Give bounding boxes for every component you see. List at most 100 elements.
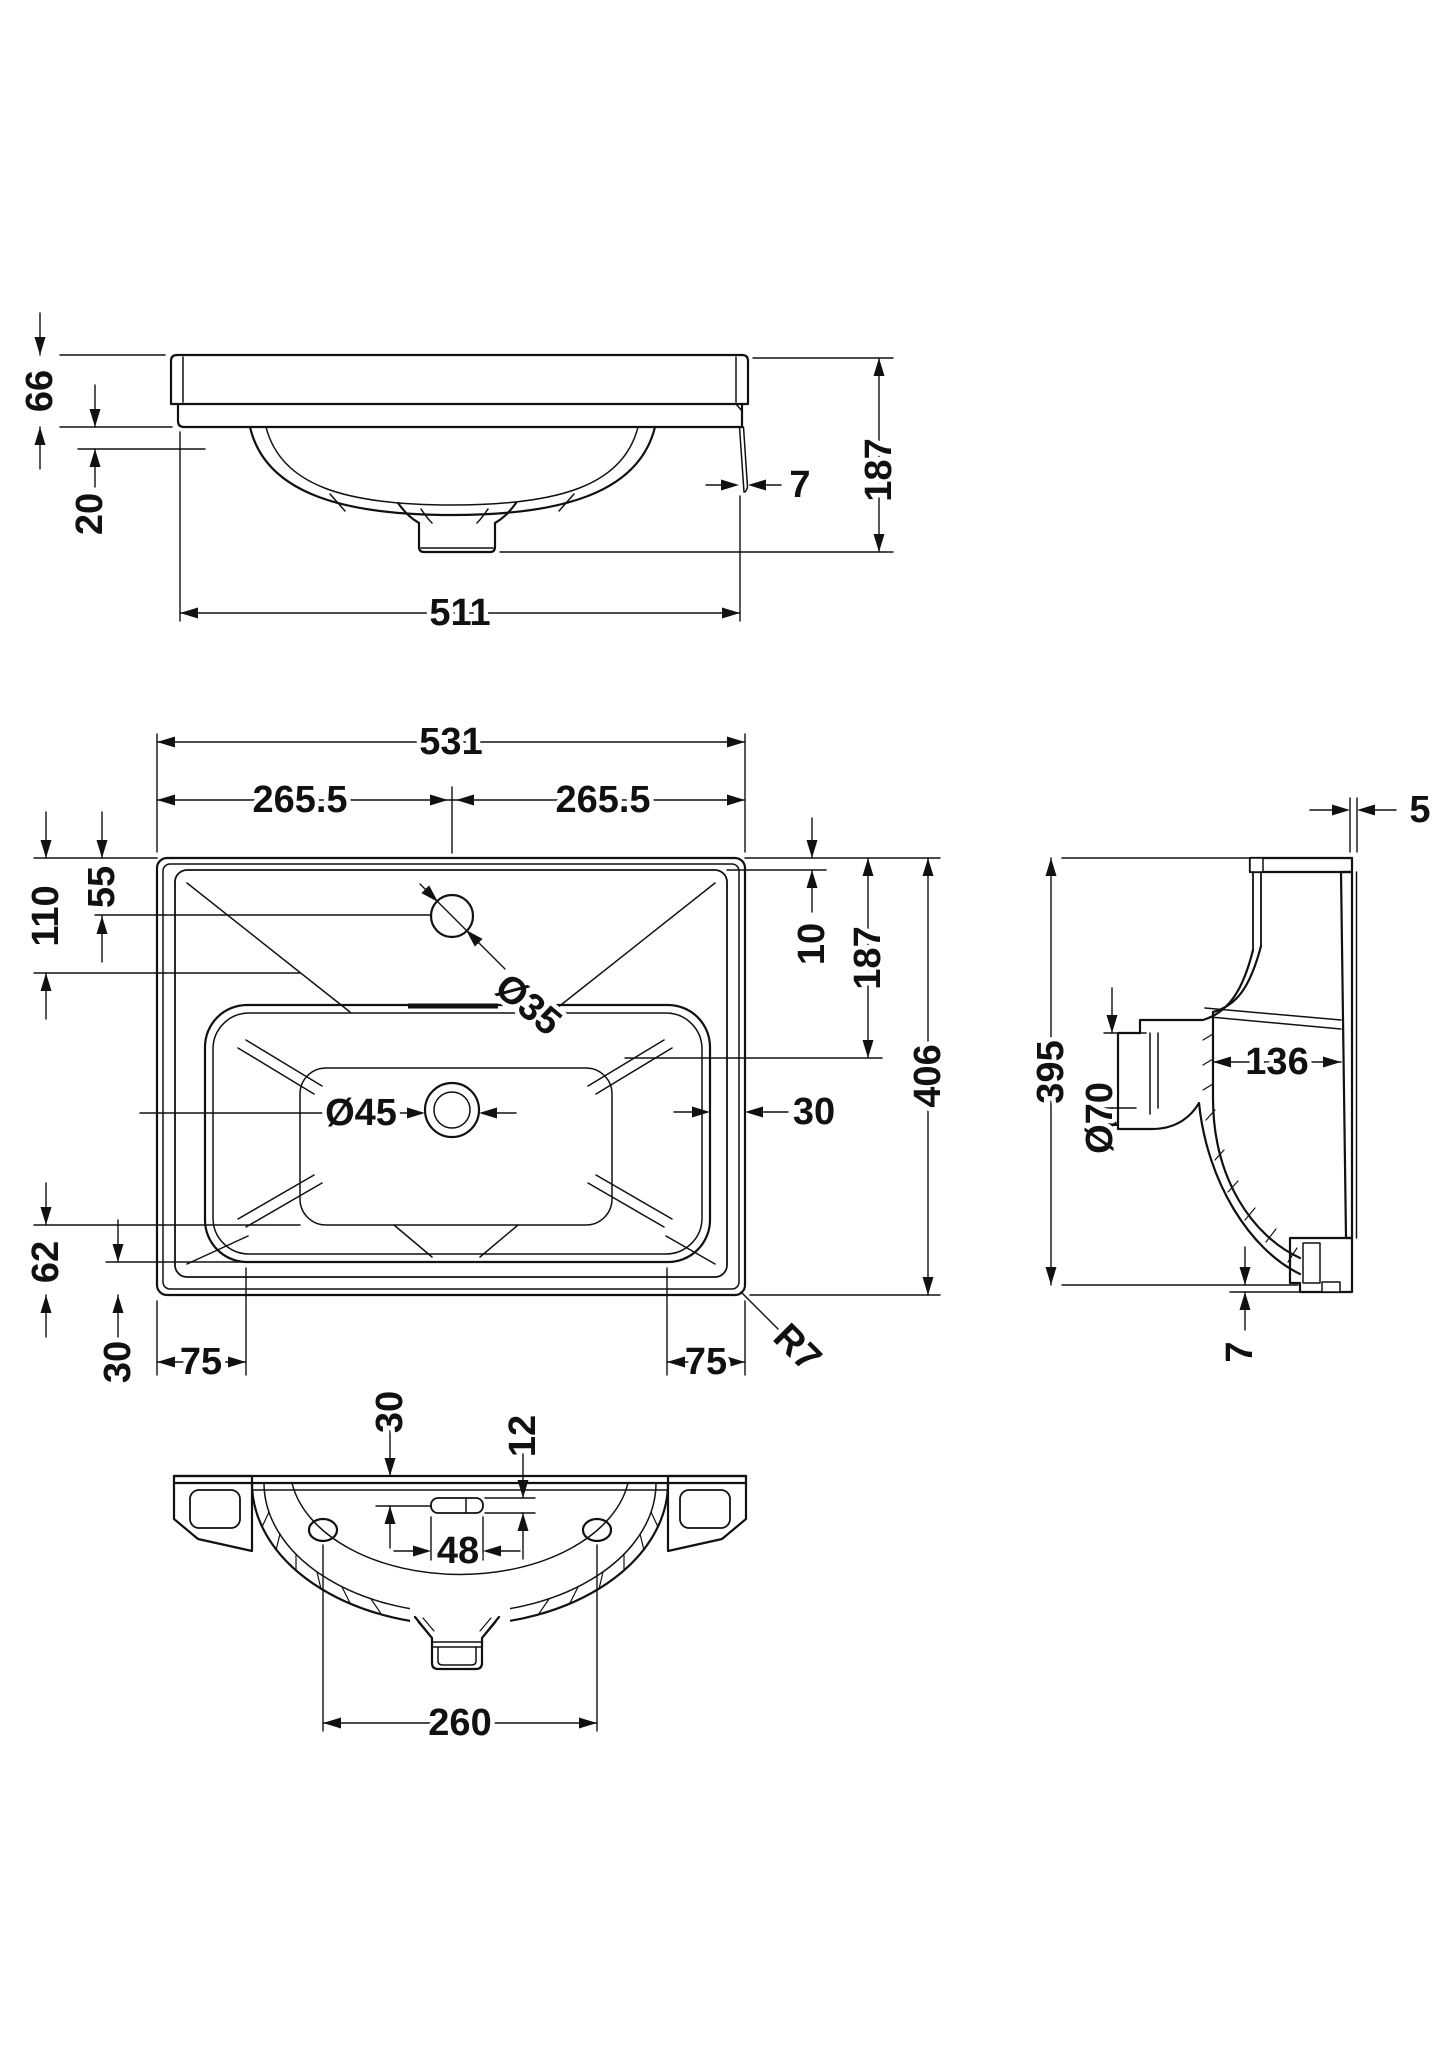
arrowhead bbox=[407, 1107, 425, 1119]
plan-view: 531 265.5 265.5 110 55 Ø35 bbox=[21, 717, 954, 1388]
dim-tap-hole-center: 55 bbox=[77, 811, 128, 963]
stub-taper-hatch bbox=[417, 1617, 497, 1636]
dim-label: 260 bbox=[428, 1702, 491, 1744]
outer-rim-inner-line bbox=[162, 863, 740, 1290]
arrowhead bbox=[1045, 1267, 1057, 1285]
dim-label: 48 bbox=[437, 1530, 479, 1572]
arrowhead bbox=[96, 840, 108, 858]
leader-line bbox=[740, 1291, 780, 1331]
bowl-inner-surface bbox=[1211, 944, 1302, 1260]
arrowhead bbox=[1106, 1015, 1118, 1033]
bowl-corner-chamfers bbox=[237, 1039, 673, 1228]
arrowhead bbox=[413, 1545, 431, 1557]
arrowhead bbox=[727, 736, 745, 748]
arrowhead bbox=[89, 409, 101, 427]
arrowhead bbox=[721, 479, 739, 491]
arrowhead bbox=[112, 1295, 124, 1313]
arrowhead bbox=[89, 449, 101, 467]
arrowhead bbox=[922, 1277, 934, 1295]
dim-label: 110 bbox=[25, 885, 67, 946]
dim-rim-height: 66 bbox=[15, 312, 66, 470]
arrowhead bbox=[922, 858, 934, 876]
dim-label: 7 bbox=[789, 464, 810, 506]
foot-hatched bbox=[1288, 1236, 1354, 1294]
arrowhead bbox=[748, 479, 766, 491]
bowl-inner-rect bbox=[212, 1012, 703, 1255]
rim-notch bbox=[1249, 857, 1264, 873]
tap-hole-circle bbox=[429, 893, 475, 939]
interior-opening-rect bbox=[174, 869, 728, 1278]
stub-mask bbox=[410, 1598, 510, 1674]
overflow-channel-lines bbox=[1149, 1032, 1159, 1115]
waste-hole-outer bbox=[423, 1081, 481, 1139]
arrowhead bbox=[430, 794, 448, 806]
extension-lines bbox=[322, 1497, 598, 1732]
dim-label: 10 bbox=[791, 923, 833, 965]
dim-bowl-back-depth: 187 bbox=[843, 857, 894, 1059]
bowl-inner-curve bbox=[265, 426, 639, 506]
arrowhead bbox=[1332, 804, 1350, 816]
dim-label: 187 bbox=[847, 926, 889, 989]
arrowhead bbox=[1323, 1056, 1341, 1068]
dim-bowl-front-gap: 30 bbox=[93, 1219, 144, 1388]
bowl-wall-hatch-ticks bbox=[261, 1511, 659, 1616]
dim-label: 75 bbox=[180, 1341, 222, 1383]
waste-trap-detail bbox=[420, 508, 494, 549]
arrowhead bbox=[1357, 804, 1375, 816]
arrowhead bbox=[323, 1717, 341, 1729]
arrowhead bbox=[806, 870, 818, 888]
waste-trap-outline bbox=[396, 501, 518, 554]
waste-hole-inner bbox=[433, 1091, 471, 1129]
right-wall-section-hatched bbox=[666, 1474, 748, 1553]
side-lip-lines bbox=[738, 426, 749, 493]
bowl-transition-ticks bbox=[329, 493, 575, 512]
bottom-section-view: 30 12 48 260 bbox=[172, 1386, 748, 1749]
rim-section-hatched bbox=[1248, 856, 1354, 874]
dim-tap-hole-dia: Ø35 bbox=[419, 883, 574, 1049]
center-slot bbox=[430, 1497, 484, 1514]
dim-label: 30 bbox=[793, 1091, 835, 1133]
dim-bowl-corner-left: 75 bbox=[156, 1337, 247, 1388]
extension-lines bbox=[59, 354, 894, 622]
arrowhead bbox=[517, 1480, 529, 1498]
dim-label: 30 bbox=[369, 1391, 411, 1433]
bowl-outer-and-overflow-boss bbox=[1116, 948, 1302, 1276]
dim-slot-height: 12 bbox=[498, 1410, 549, 1560]
bowl-opening-arc bbox=[291, 1482, 629, 1576]
dim-bowl-front-inner: 62 bbox=[21, 1182, 72, 1338]
dim-label: Ø45 bbox=[325, 1092, 397, 1134]
dim-label: 62 bbox=[25, 1241, 67, 1283]
front-elevation-view: 66 20 7 187 511 bbox=[15, 312, 905, 639]
extension-lines bbox=[33, 733, 941, 1376]
deck-diagonals bbox=[186, 882, 716, 1265]
left-wall-section-hatched bbox=[172, 1474, 254, 1553]
arrowhead bbox=[96, 916, 108, 934]
deck-back-lines bbox=[1204, 1007, 1342, 1030]
back-wall-hatched bbox=[1339, 870, 1354, 1240]
arrowhead bbox=[40, 840, 52, 858]
arrowhead bbox=[727, 1356, 745, 1368]
dim-label: 406 bbox=[907, 1044, 949, 1107]
dim-label-left: 265.5 bbox=[252, 779, 347, 821]
waste-stub-lines bbox=[431, 1641, 483, 1648]
dim-center-halves: 265.5 265.5 bbox=[156, 775, 746, 826]
sump-lines bbox=[393, 1224, 519, 1258]
dim-tap-hole-back: 110 bbox=[21, 811, 72, 1020]
dim-base-lip: 7 bbox=[1215, 1246, 1266, 1367]
bowl-wall-hatch-ticks bbox=[1202, 1033, 1298, 1263]
arrowhead bbox=[1239, 1267, 1251, 1285]
arrowhead bbox=[579, 1717, 597, 1729]
arrowhead bbox=[456, 794, 474, 806]
dim-bowl-inner-width: 136 bbox=[1212, 1037, 1342, 1088]
arrowhead bbox=[479, 1107, 497, 1119]
dim-bowl-corner-right: 75 bbox=[666, 1337, 746, 1388]
arrowhead bbox=[40, 1295, 52, 1313]
dim-lip-thickness: 7 bbox=[705, 460, 815, 511]
waste-stub-outline bbox=[413, 1615, 501, 1671]
bowl-flat-bottom-rect bbox=[299, 1067, 613, 1226]
arrowhead bbox=[40, 973, 52, 991]
dim-label: 395 bbox=[1030, 1040, 1072, 1103]
foot-notch-upper bbox=[1302, 1242, 1321, 1284]
extension-lines bbox=[1061, 797, 1358, 1293]
